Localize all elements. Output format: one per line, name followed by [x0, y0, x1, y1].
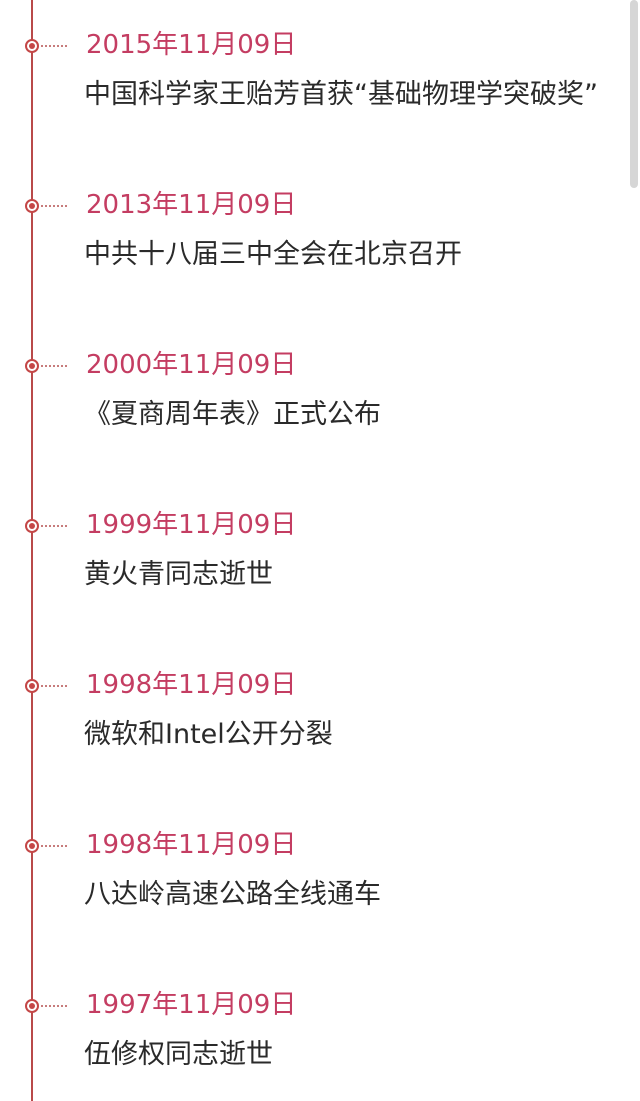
- timeline-dot-icon: [25, 999, 39, 1013]
- event-title[interactable]: 《夏商周年表》正式公布: [84, 399, 381, 430]
- timeline-event[interactable]: 1997年11月09日 伍修权同志逝世: [0, 990, 620, 1101]
- timeline-dot-icon: [25, 519, 39, 533]
- timeline-event[interactable]: 1999年11月09日 黄火青同志逝世: [0, 510, 620, 623]
- timeline-dot-icon: [25, 39, 39, 53]
- dotted-connector: [41, 845, 67, 847]
- timeline-dot-icon: [25, 359, 39, 373]
- dotted-connector: [41, 525, 67, 527]
- event-title[interactable]: 微软和Intel公开分裂: [84, 719, 333, 750]
- event-title[interactable]: 伍修权同志逝世: [84, 1039, 273, 1070]
- timeline-event[interactable]: 1998年11月09日 八达岭高速公路全线通车: [0, 830, 620, 943]
- dotted-connector: [41, 685, 67, 687]
- dotted-connector: [41, 365, 67, 367]
- timeline-dot-icon: [25, 199, 39, 213]
- event-date: 1998年11月09日: [86, 670, 297, 700]
- timeline-dot-icon: [25, 839, 39, 853]
- event-date: 1997年11月09日: [86, 990, 297, 1020]
- event-title[interactable]: 中共十八届三中全会在北京召开: [84, 239, 462, 270]
- event-date: 1998年11月09日: [86, 830, 297, 860]
- event-date: 1999年11月09日: [86, 510, 297, 540]
- event-title[interactable]: 八达岭高速公路全线通车: [84, 879, 381, 910]
- event-date: 2015年11月09日: [86, 30, 297, 60]
- scrollbar[interactable]: [630, 0, 638, 188]
- timeline-event[interactable]: 2013年11月09日 中共十八届三中全会在北京召开: [0, 190, 620, 303]
- event-title[interactable]: 中国科学家王贻芳首获“基础物理学突破奖”: [84, 79, 598, 110]
- timeline-event[interactable]: 1998年11月09日 微软和Intel公开分裂: [0, 670, 620, 783]
- timeline-dot-icon: [25, 679, 39, 693]
- timeline-line: [31, 0, 33, 1101]
- event-date: 2013年11月09日: [86, 190, 297, 220]
- timeline-event[interactable]: 2015年11月09日 中国科学家王贻芳首获“基础物理学突破奖”: [0, 30, 620, 143]
- event-title[interactable]: 黄火青同志逝世: [84, 559, 273, 590]
- dotted-connector: [41, 45, 67, 47]
- timeline-event[interactable]: 2000年11月09日 《夏商周年表》正式公布: [0, 350, 620, 463]
- dotted-connector: [41, 1005, 67, 1007]
- dotted-connector: [41, 205, 67, 207]
- event-date: 2000年11月09日: [86, 350, 297, 380]
